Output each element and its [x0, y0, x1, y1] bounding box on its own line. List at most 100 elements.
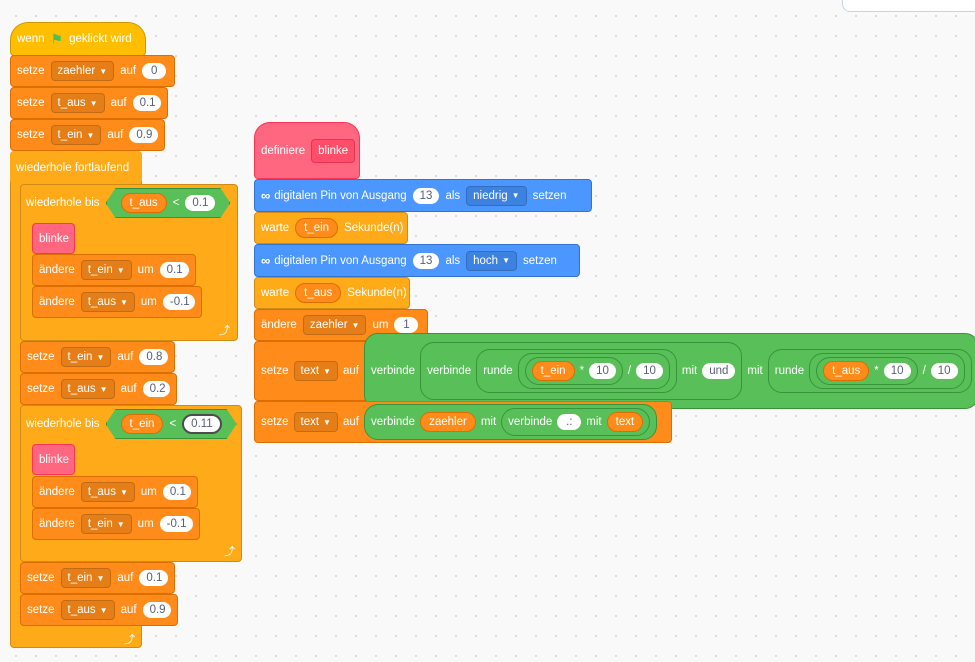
custom-block-prototype[interactable]: blinke	[311, 138, 356, 163]
chevron-down-icon: ▼	[119, 297, 128, 307]
variable-dropdown[interactable]: zaehler▼	[302, 315, 367, 335]
variable-dropdown[interactable]: t_aus▼	[50, 93, 105, 113]
join-operator[interactable]: verbinde verbinde runde t_ein * 10 / 10 …	[363, 333, 975, 409]
forever-label: wiederhole fortlaufend	[16, 161, 130, 174]
variable-dropdown[interactable]: t_ein▼	[80, 260, 132, 280]
set-digital-pin-block[interactable]: ∞ digitalen Pin von Ausgang 13 als niedr…	[254, 179, 592, 212]
set-variable-block[interactable]: setze t_ein▼ auf 0.1	[20, 562, 175, 594]
variable-reporter[interactable]: t_ein	[531, 361, 575, 381]
value-input[interactable]: 0.1	[162, 484, 191, 500]
block-label: setze	[27, 604, 55, 616]
value-input[interactable]: 0.1	[139, 570, 168, 586]
value-input[interactable]: 0.1	[159, 262, 189, 278]
define-blinke-block[interactable]: definiere blinke	[254, 122, 360, 179]
when-label: wenn	[17, 33, 45, 45]
join-operator[interactable]: verbinde runde t_ein * 10 / 10 mit und	[420, 342, 743, 400]
value-input[interactable]: 0.1	[132, 95, 161, 111]
value-input[interactable]: -0.1	[162, 294, 195, 310]
variable-reporter[interactable]: t_aus	[823, 361, 870, 381]
value-input[interactable]: 0.11	[182, 414, 222, 434]
repeat-until-header: wiederhole bis t_ein < 0.11	[20, 405, 242, 443]
value-input[interactable]: 10	[930, 363, 958, 379]
value-input[interactable]: 0.1	[185, 195, 215, 211]
set-variable-block[interactable]: setze t_aus▼ auf 0.1	[10, 87, 168, 119]
loop-arrow-icon: ⤴	[124, 634, 135, 646]
text-input[interactable]: .:	[557, 414, 582, 430]
variable-dropdown[interactable]: text▼	[293, 412, 338, 432]
variable-dropdown[interactable]: t_ein▼	[60, 347, 112, 367]
multiply-operator[interactable]: t_ein * 10	[524, 357, 623, 385]
when-flag-clicked-block[interactable]: wenn ⚑ geklickt wird	[10, 22, 146, 56]
value-input[interactable]: 0	[142, 63, 167, 79]
variable-reporter[interactable]: t_ein	[295, 218, 339, 238]
divide-operator[interactable]: t_aus * 10 / 10	[809, 353, 965, 389]
variable-reporter[interactable]: t_aus	[295, 283, 342, 303]
change-variable-block[interactable]: ändere t_aus▼ um 0.1	[32, 476, 198, 508]
value-input[interactable]: 0.9	[129, 127, 158, 143]
value-input[interactable]: 10	[883, 363, 911, 379]
set-digital-pin-block[interactable]: ∞ digitalen Pin von Ausgang 13 als hoch▼…	[254, 244, 580, 277]
join-operator[interactable]: verbinde zaehler mit verbinde .: mit tex…	[363, 404, 658, 440]
variable-dropdown[interactable]: t_aus▼	[80, 292, 135, 312]
variable-name: t_aus	[87, 296, 116, 308]
variable-dropdown[interactable]: zaehler▼	[50, 61, 115, 81]
pin-input[interactable]: 13	[412, 187, 440, 204]
variable-dropdown[interactable]: t_ein▼	[60, 568, 112, 588]
value-input[interactable]: 1	[394, 317, 419, 333]
blinke-call-block[interactable]: blinke	[32, 444, 75, 475]
with-label: mit	[586, 416, 602, 428]
variable-dropdown[interactable]: t_aus▼	[80, 482, 135, 502]
round-operator[interactable]: runde t_ein * 10 / 10	[476, 349, 677, 393]
set-variable-block[interactable]: setze t_ein▼ auf 0.9	[10, 119, 165, 151]
less-than-operator[interactable]: t_aus < 0.1	[106, 188, 231, 218]
clicked-label: geklickt wird	[69, 33, 132, 45]
set-variable-block[interactable]: setze t_ein▼ auf 0.8	[20, 341, 175, 373]
value-input[interactable]: 10	[636, 363, 663, 379]
change-variable-block[interactable]: ändere t_aus▼ um -0.1	[32, 286, 202, 318]
to-label: auf	[107, 129, 124, 141]
define-label: definiere	[261, 144, 306, 157]
stage-header-edge	[842, 0, 975, 12]
set-variable-block[interactable]: setze text▼ auf verbinde verbinde runde …	[254, 333, 975, 409]
to-label: auf	[120, 383, 137, 395]
divide-operator[interactable]: t_ein * 10 / 10	[517, 353, 670, 389]
pin-state-dropdown[interactable]: hoch▼	[466, 250, 517, 271]
text-input[interactable]: und	[702, 363, 736, 379]
change-variable-block[interactable]: ändere t_ein▼ um -0.1	[32, 508, 200, 540]
value-input[interactable]: 0.8	[139, 349, 168, 365]
less-than-operator[interactable]: t_ein < 0.11	[106, 409, 237, 439]
variable-reporter[interactable]: text	[606, 412, 644, 432]
value-input[interactable]: 0.9	[142, 602, 171, 618]
variable-dropdown[interactable]: text▼	[293, 361, 338, 381]
blinke-call-block[interactable]: blinke	[32, 223, 75, 254]
multiply-operator[interactable]: t_aus * 10	[816, 357, 918, 385]
round-operator[interactable]: runde t_aus * 10 / 10	[767, 349, 972, 393]
chevron-down-icon: ▼	[116, 265, 125, 275]
set-variable-block[interactable]: setze zaehler▼ auf 0	[10, 55, 175, 87]
pin-state-dropdown[interactable]: niedrig▼	[466, 185, 527, 206]
variable-name: t_ein	[87, 264, 113, 276]
variable-dropdown[interactable]: t_aus▼	[60, 379, 115, 399]
change-variable-block[interactable]: ändere t_ein▼ um 0.1	[32, 254, 196, 286]
set-variable-block[interactable]: setze t_aus▼ auf 0.2	[20, 373, 177, 405]
block-label: setze	[17, 97, 45, 109]
wait-block[interactable]: warte t_aus Sekunde(n)	[254, 277, 410, 309]
variable-dropdown[interactable]: t_ein▼	[80, 514, 132, 534]
variable-dropdown[interactable]: t_ein▼	[50, 125, 102, 145]
with-label: mit	[747, 365, 763, 377]
variable-reporter[interactable]: zaehler	[420, 412, 476, 432]
value-input[interactable]: 10	[589, 363, 616, 379]
by-label: um	[372, 319, 389, 331]
variable-dropdown[interactable]: t_aus▼	[60, 600, 115, 620]
join-operator[interactable]: verbinde .: mit text	[501, 408, 651, 436]
block-label: setze	[27, 572, 55, 584]
value-input[interactable]: -0.1	[159, 516, 193, 532]
variable-reporter[interactable]: t_aus	[121, 193, 167, 213]
set-variable-block[interactable]: setze t_aus▼ auf 0.9	[20, 594, 178, 626]
pin-input[interactable]: 13	[412, 252, 440, 269]
set-variable-block[interactable]: setze text▼ auf verbinde zaehler mit ver…	[254, 401, 672, 443]
value-input[interactable]: 0.2	[142, 381, 170, 397]
wait-block[interactable]: warte t_ein Sekunde(n)	[254, 212, 408, 244]
variable-reporter[interactable]: t_ein	[121, 414, 164, 434]
chevron-down-icon: ▼	[99, 384, 108, 394]
